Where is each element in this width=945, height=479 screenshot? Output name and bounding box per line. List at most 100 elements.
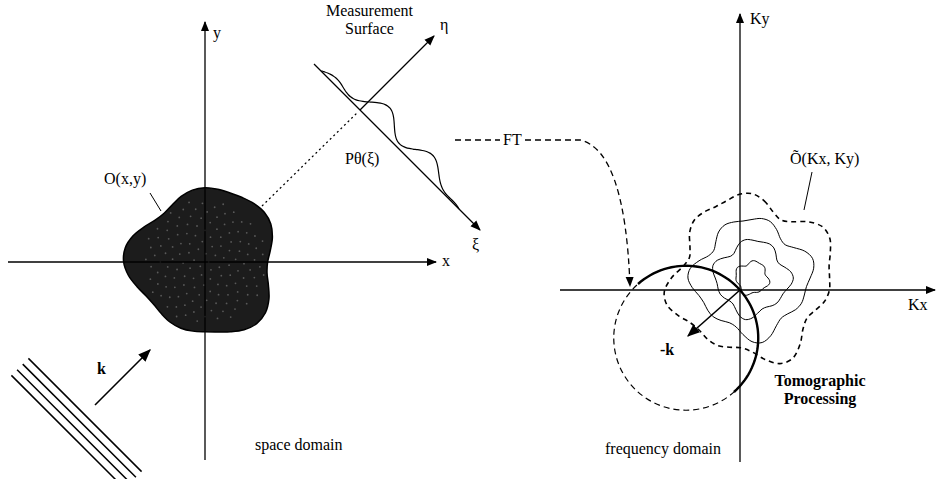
axis-label: Ky [750,10,770,28]
stipple-dot [246,303,248,305]
y-axis [204,22,205,460]
stipple-dot [168,238,170,240]
stipple-dot [198,294,200,296]
stipple-dot [195,208,197,210]
stipple-dot [241,221,243,223]
stipple-dot [220,275,222,277]
stipple-dot [172,246,174,248]
stipple-dot [176,316,178,318]
stipple-dot [217,317,219,319]
stipple-dot [214,254,216,256]
stipple-dot [210,269,212,271]
leader-line [150,193,161,211]
stipple-dot [223,257,225,259]
stipple-dot [149,278,151,280]
axis-label: y [213,24,221,42]
stipple-dot [232,221,234,223]
transform-label: FT [500,131,525,149]
stipple-dot [206,299,208,301]
stipple-dot [247,254,249,256]
x-axis [8,261,436,262]
stipple-dot [169,296,171,298]
stipple-dot [218,266,220,268]
stipple-dot [254,235,256,237]
wavefront [11,375,124,479]
stipple-dot [216,228,218,230]
stipple-dot [176,269,178,271]
stipple-dot [165,286,167,288]
axis-label: ξ [472,236,479,254]
stipple-dot [222,203,224,205]
stipple-dot [215,302,217,304]
stipple-dot [254,259,256,261]
stipple-dot [178,217,180,219]
stipple-dot [157,237,159,239]
panel-caption: space domain [255,436,343,454]
stipple-dot [201,274,203,276]
stipple-dot [256,285,258,287]
kx-axis [560,289,935,290]
stipple-dot [209,291,211,293]
stipple-dot [187,224,189,226]
stipple-dot [157,272,159,274]
stipple-dot [185,314,187,316]
stipple-dot [226,285,228,287]
stipple-dot [263,274,265,276]
stipple-dot [239,241,241,243]
stipple-dot [178,296,180,298]
object-label: O(x,y) [104,170,146,188]
stipple-dot [209,222,211,224]
stipple-dot [150,247,152,249]
stipple-dot [199,265,201,267]
stipple-dot [172,258,174,260]
stipple-dot [188,252,190,254]
spectrum-contour [688,218,814,343]
spectrum-contours [664,193,830,363]
stipple-dot [256,294,258,296]
stipple-dot [216,216,218,218]
stipple-dot [220,245,222,247]
stipple-dot [227,294,229,296]
stipple-dot [206,211,208,213]
eta-axis [360,36,434,110]
stipple-dot [173,277,175,279]
minus-k-label: -k [660,341,674,359]
projection-ray [262,113,357,206]
stipple-dot [145,259,147,261]
stipple-dot [148,238,150,240]
object-blob [123,188,272,332]
stipple-dot [210,310,212,312]
stipple-dot [262,253,264,255]
process-label: Tomographic Processing [768,372,872,409]
object-blob-group [123,188,272,332]
stipple-dot [235,258,237,260]
stipple-dot [186,293,188,295]
stipple-dot [157,228,159,230]
ewald-circle [614,266,758,410]
stipple-dot [189,243,191,245]
stipple-dot [230,241,232,243]
stipple-dot [233,211,235,213]
stipple-dot [195,235,197,237]
stipple-dot [200,217,202,219]
stipple-dot [247,294,249,296]
stipple-dot [179,253,181,255]
stipple-dot [228,264,230,266]
stipple-dot [210,236,212,238]
wave-vector-label: k [97,360,106,378]
stipple-dot [184,275,186,277]
stipple-dot [248,243,250,245]
stipple-dot [209,278,211,280]
stipple-dot [154,254,156,256]
frequency-domain-group [455,14,935,462]
projection-label: Pθ(ξ) [345,150,379,168]
stipple-dot [167,266,169,268]
stipple-dot [170,212,172,214]
stipple-dot [218,294,220,296]
stipple-dot [234,308,236,310]
stipple-dot [249,269,251,271]
stipple-dot [165,275,167,277]
stipple-dot [202,202,204,204]
stipple-dot [193,311,195,313]
